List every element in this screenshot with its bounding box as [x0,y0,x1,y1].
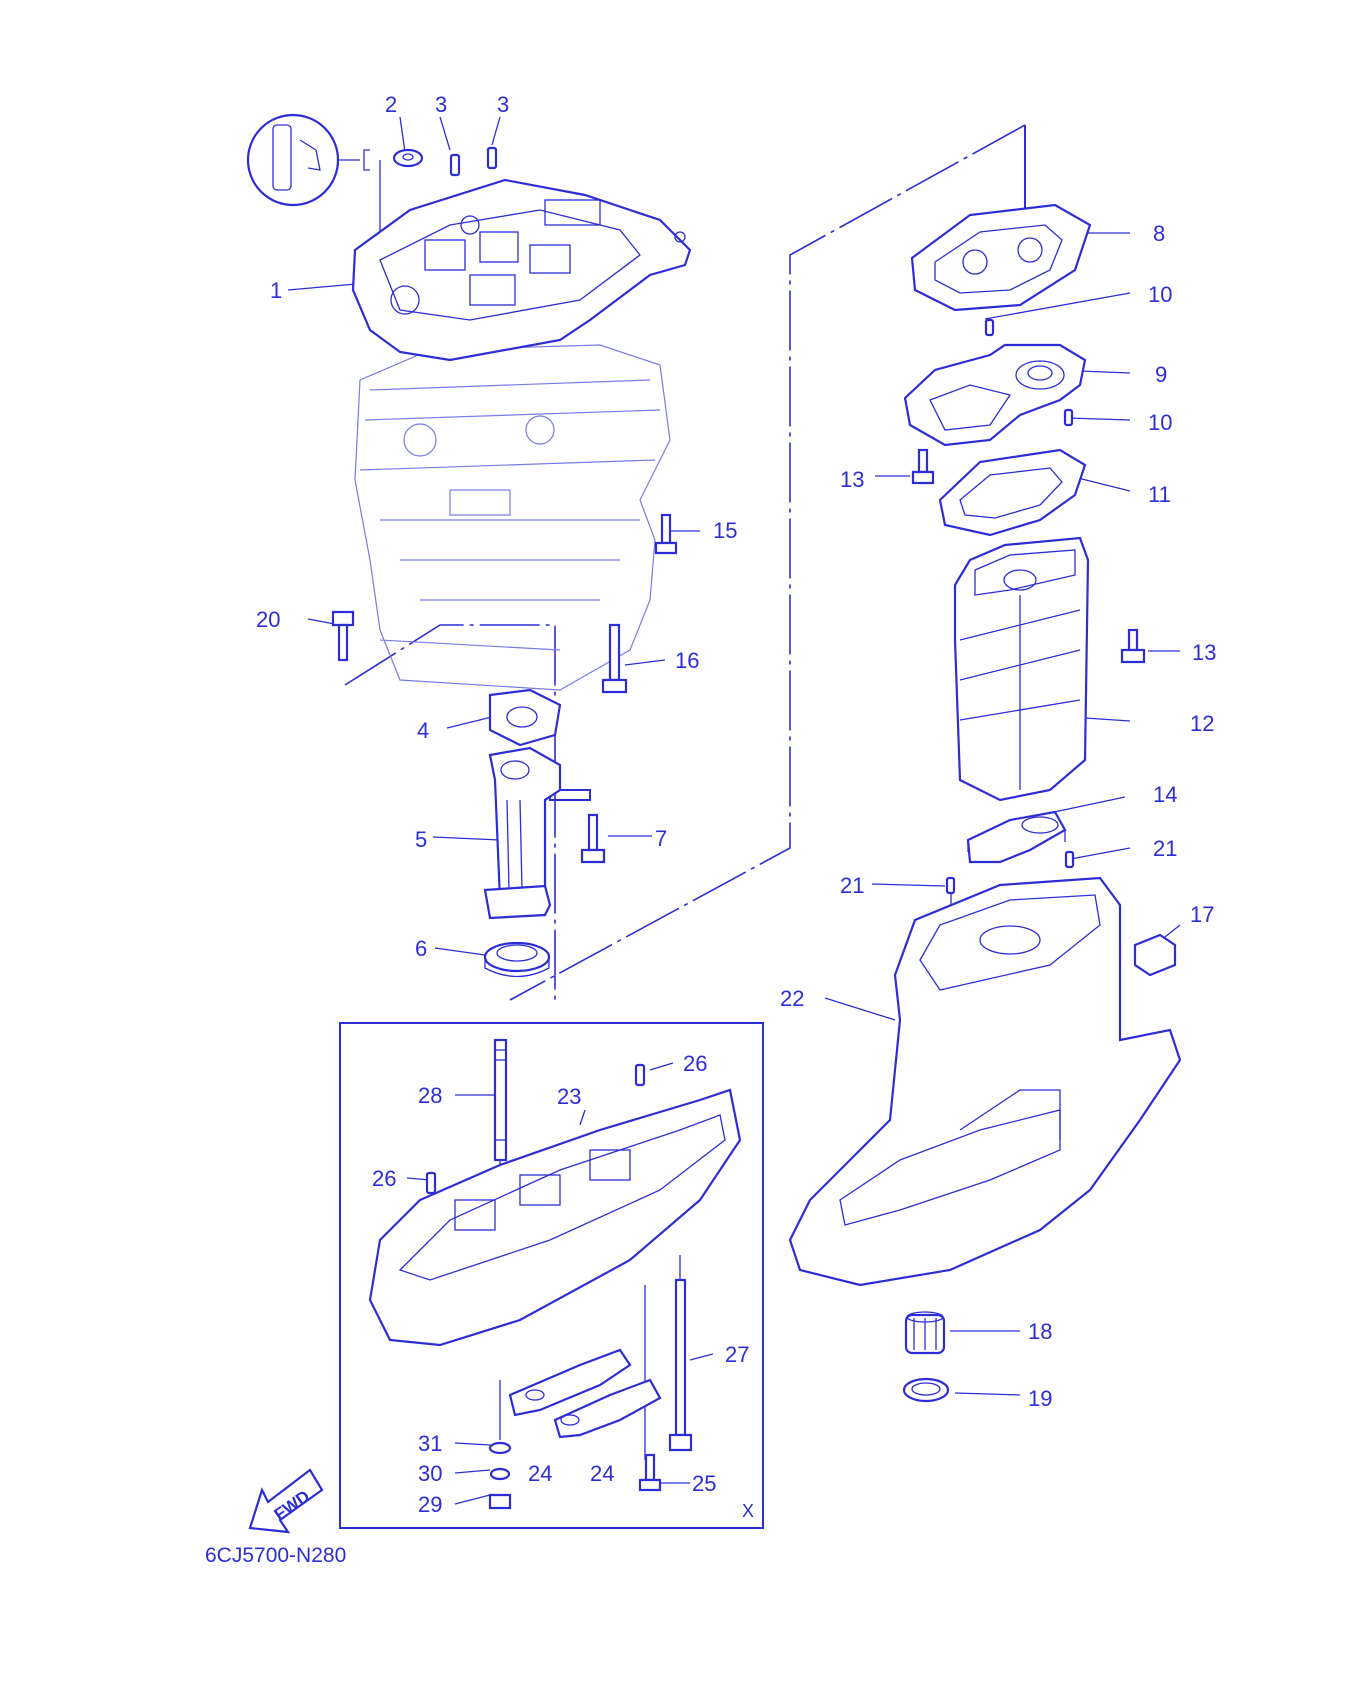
callout-3a: 3 [435,92,447,117]
part-10-dowel-pin-b [1063,408,1074,427]
part-31-washer [488,1441,512,1455]
callout-10b: 10 [1148,410,1172,435]
part-13-bolt-a [911,448,935,485]
detail-inset-circle [246,113,370,207]
part-21-dowel-pin-a [1064,850,1075,869]
part-15-bolt [654,513,678,555]
callout-9: 9 [1155,362,1167,387]
callout-18: 18 [1028,1319,1052,1344]
callout-5: 5 [415,827,427,852]
part-16-bolt [601,623,628,694]
part-24-anode-b [553,1378,662,1439]
box-marker: X [742,1501,754,1521]
callout-23: 23 [557,1084,581,1109]
callout-20: 20 [256,607,280,632]
part-3-dowel-pin-a [449,153,461,177]
part-28-stud [493,1038,508,1162]
callout-28: 28 [418,1083,442,1108]
part-30-spring-washer [489,1467,511,1481]
part-7-bolt [580,813,606,864]
part-1-exhaust-guide [351,178,692,362]
part-13-bolt-b [1120,628,1146,664]
part-14-mount [966,810,1067,864]
callout-15: 15 [713,518,737,543]
part-29-nut [488,1493,512,1510]
part-3-dowel-pin-b [486,146,498,170]
part-26-dowel-pin-b [425,1171,437,1195]
callout-26a: 26 [683,1051,707,1076]
part-19-circlip [902,1377,950,1403]
part-4-gasket [488,688,562,747]
callout-10a: 10 [1148,282,1172,307]
part-23-apron [368,1088,742,1347]
part-26-dowel-pin-a [634,1063,646,1087]
callout-24b: 24 [590,1461,614,1486]
callout-13a: 13 [840,467,864,492]
part-5-exhaust-tube [483,746,562,920]
callout-12: 12 [1190,711,1214,736]
part-18-bushing [904,1311,946,1355]
callout-26b: 26 [372,1166,396,1191]
part-21-dowel-pin-b [945,876,956,895]
part-20-bolt [331,610,355,662]
callout-1: 1 [270,278,282,303]
part-12-upper-casing [953,536,1090,802]
callout-22: 22 [780,986,804,1011]
callout-3b: 3 [497,92,509,117]
callout-14: 14 [1153,782,1177,807]
part-9-plate [903,343,1087,447]
callout-21a: 21 [1153,836,1177,861]
detail-box-x [339,1022,764,1529]
part-8-gasket [910,203,1092,312]
callout-29: 29 [418,1492,442,1517]
callout-21b: 21 [840,873,864,898]
callout-27: 27 [725,1342,749,1367]
part-25-bolt [638,1453,662,1492]
part-6-seal [483,941,551,978]
part-17-plug [1133,933,1177,977]
part-24-anode-a [508,1348,632,1417]
part-22-lower-casing [788,876,1182,1287]
callout-30: 30 [418,1461,442,1486]
callout-4: 4 [417,718,429,743]
callout-25: 25 [692,1471,716,1496]
callout-2: 2 [385,92,397,117]
callout-6: 6 [415,936,427,961]
callout-11: 11 [1148,482,1171,507]
part-2-washer [392,148,424,168]
callout-17: 17 [1190,902,1214,927]
callout-7: 7 [655,826,667,851]
callout-8: 8 [1153,221,1165,246]
callout-19: 19 [1028,1386,1052,1411]
diagram-code: 6CJ5700-N280 [205,1544,346,1567]
callout-24a: 24 [528,1461,552,1486]
part-10-dowel-pin-a [984,318,995,337]
callout-labels: 1 2 3 3 4 5 6 7 8 9 10 10 11 12 13 13 14… [256,92,1216,1517]
callout-31: 31 [418,1431,442,1456]
powerhead-ghost [354,344,671,691]
part-27-bolt [668,1278,693,1452]
callout-13b: 13 [1192,640,1216,665]
part-11-gasket [938,448,1087,537]
callout-16: 16 [675,648,699,673]
fwd-arrow-icon: FWD [248,1468,324,1534]
